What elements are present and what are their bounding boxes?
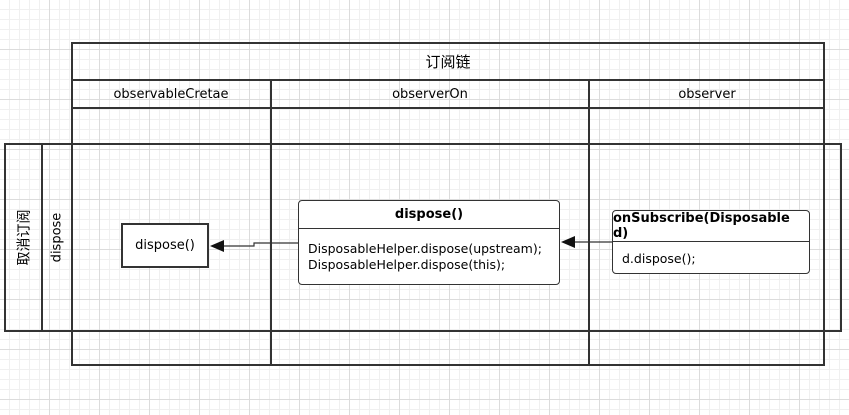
node-dispose-simple[interactable]: dispose() bbox=[121, 223, 209, 268]
lane-label: observerOn bbox=[392, 86, 468, 102]
node-dispose-class-line2: DisposableHelper.dispose(this); bbox=[308, 257, 506, 272]
node-on-subscribe-line1: d.dispose(); bbox=[622, 251, 696, 266]
row-outer-label: 取消订阅 bbox=[10, 145, 37, 331]
lane-header-observeron: observerOn bbox=[271, 81, 589, 107]
row-outer-label-text: 取消订阅 bbox=[16, 209, 32, 266]
pool-title: 订阅链 bbox=[425, 52, 471, 71]
lane-divider-2 bbox=[588, 81, 590, 366]
lane-label: observer bbox=[678, 86, 736, 102]
pool-title-bar: 订阅链 bbox=[71, 42, 825, 80]
row-outer-divider bbox=[41, 143, 43, 332]
node-dispose-class-body: DisposableHelper.dispose(upstream); Disp… bbox=[299, 229, 559, 273]
row-inner-label: dispose bbox=[44, 145, 71, 331]
row-inner-label-text: dispose bbox=[49, 212, 65, 263]
node-dispose-class-line1: DisposableHelper.dispose(upstream); bbox=[308, 241, 542, 256]
lane-header-observablecretae: observableCretae bbox=[71, 81, 271, 107]
node-dispose-simple-label: dispose() bbox=[135, 238, 195, 253]
node-on-subscribe-header: onSubscribe(Disposable d) bbox=[613, 211, 809, 242]
node-on-subscribe-title: onSubscribe(Disposable d) bbox=[613, 211, 790, 241]
node-dispose-class-title: dispose() bbox=[394, 207, 464, 222]
row-inner-divider bbox=[71, 143, 73, 332]
lane-header-observer: observer bbox=[589, 81, 825, 107]
node-dispose-class[interactable]: dispose() DisposableHelper.dispose(upstr… bbox=[298, 200, 560, 285]
lane-header-divider bbox=[71, 107, 825, 109]
node-on-subscribe[interactable]: onSubscribe(Disposable d) d.dispose(); bbox=[612, 210, 810, 274]
pool-title-divider bbox=[71, 79, 825, 81]
lane-label: observableCretae bbox=[113, 86, 229, 102]
swimlane-row bbox=[4, 143, 842, 332]
lane-divider-1 bbox=[270, 81, 272, 366]
node-dispose-class-header: dispose() bbox=[299, 201, 559, 229]
node-on-subscribe-body: d.dispose(); bbox=[613, 242, 809, 266]
